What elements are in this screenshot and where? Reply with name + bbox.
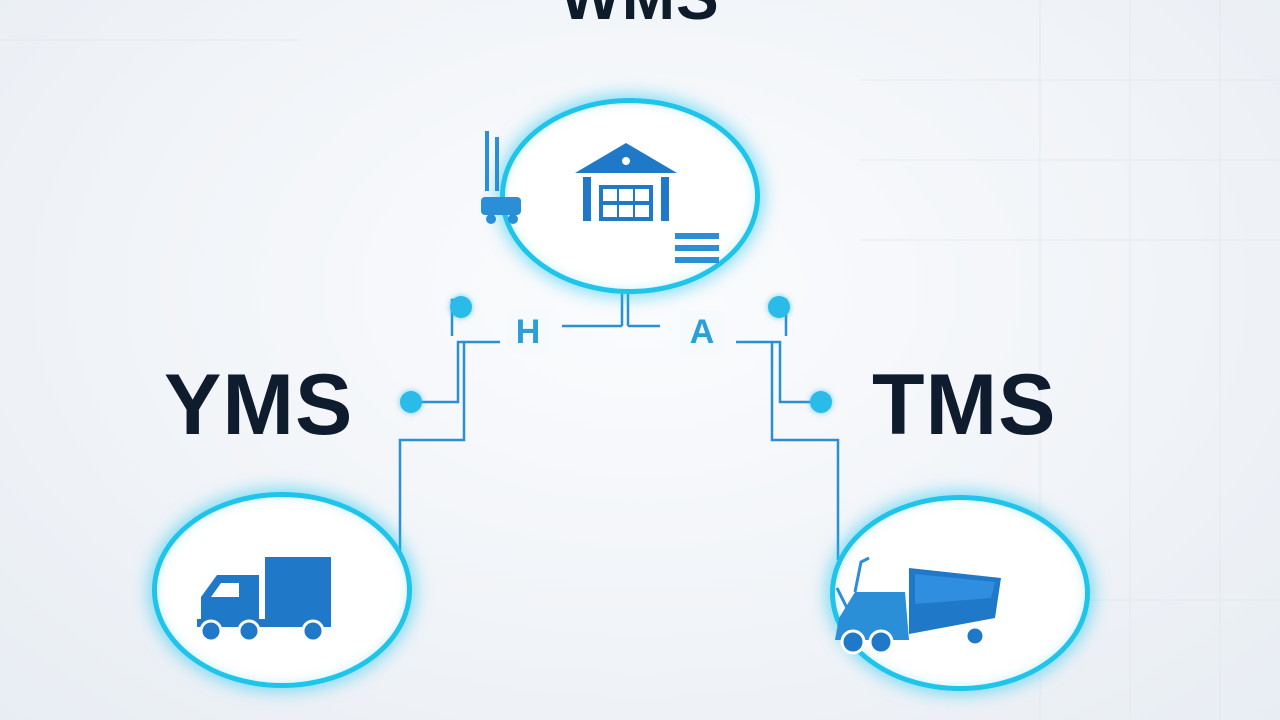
wms-title: WMS bbox=[0, 0, 1280, 34]
warehouse-icon bbox=[575, 143, 677, 221]
shelving-icon bbox=[675, 233, 719, 263]
connector-dot bbox=[450, 296, 472, 318]
dump-truck-icon bbox=[835, 556, 1001, 655]
wms-node[interactable] bbox=[481, 98, 760, 294]
connector-dot bbox=[400, 391, 422, 413]
connector-dot bbox=[810, 391, 832, 413]
badge-h: H bbox=[506, 310, 550, 354]
badge-a: A bbox=[680, 310, 724, 354]
forklift-icon bbox=[481, 131, 521, 224]
yms-node[interactable] bbox=[152, 492, 412, 688]
connector-dot bbox=[768, 296, 790, 318]
truck-icon bbox=[197, 557, 331, 643]
tms-label: TMS bbox=[872, 357, 1057, 453]
tms-node[interactable] bbox=[830, 495, 1090, 691]
yms-label: YMS bbox=[164, 357, 354, 453]
